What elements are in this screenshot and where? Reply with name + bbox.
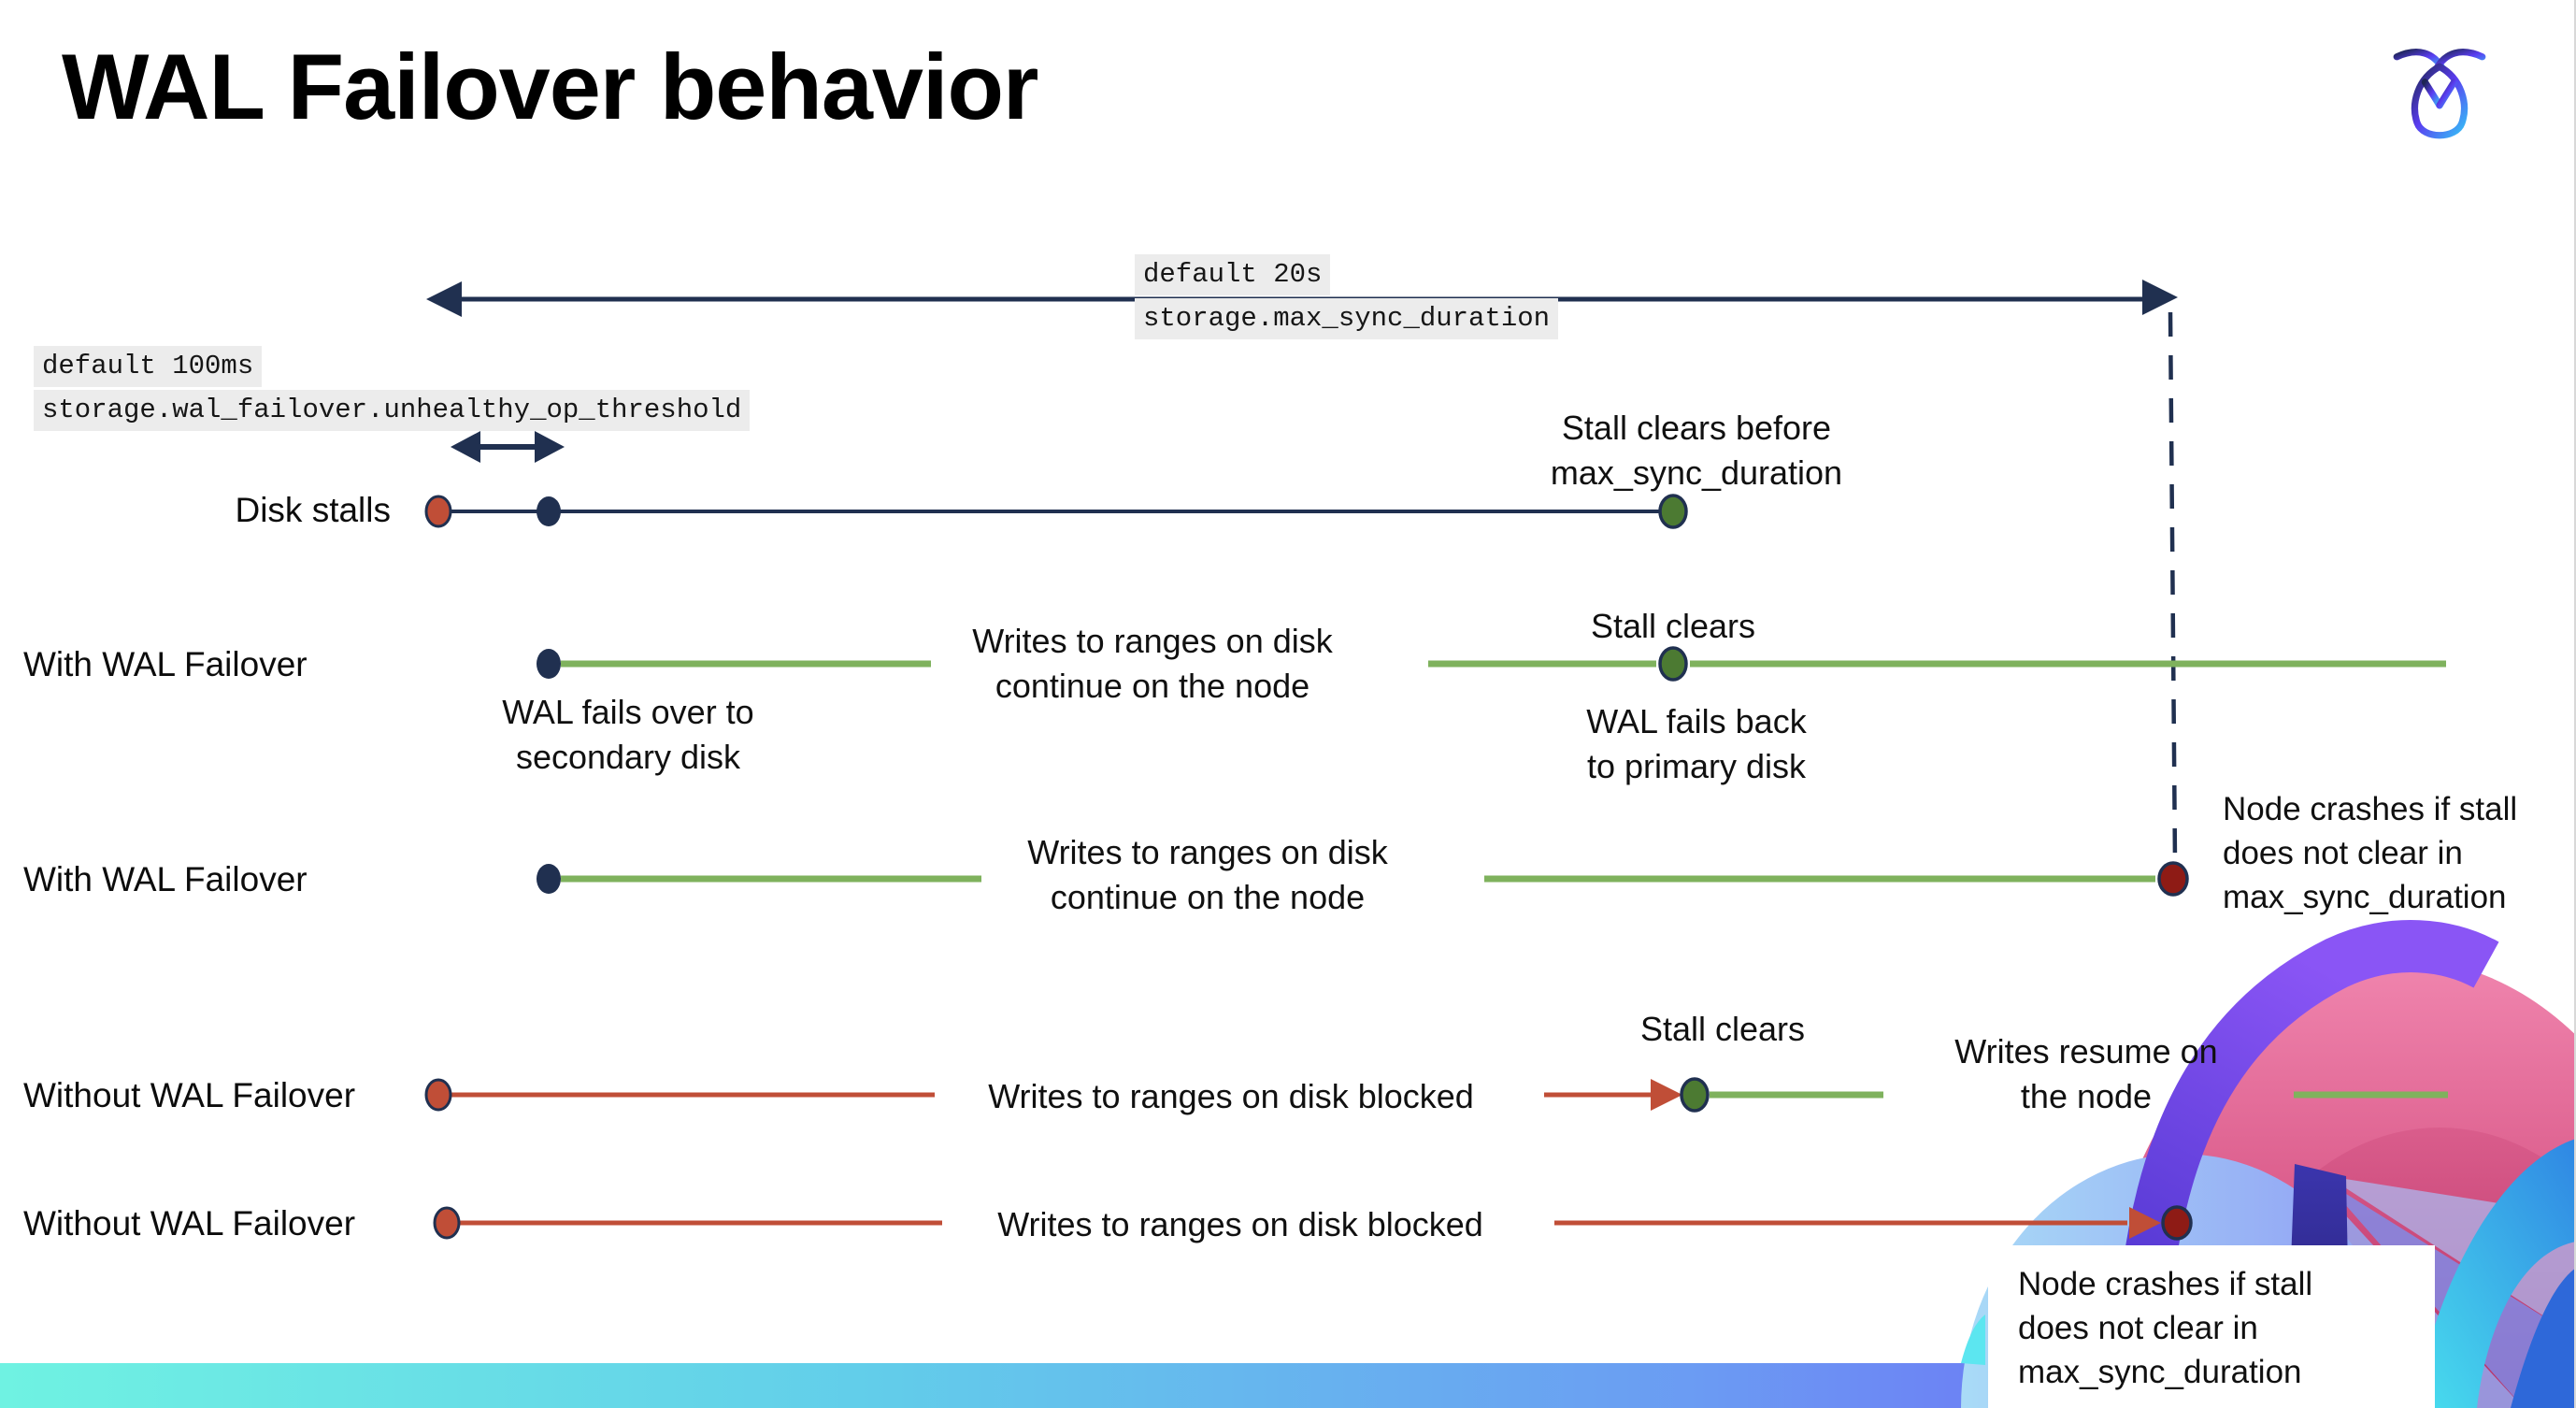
failover-dot [537,649,561,679]
node-crash-label: Node crashes if stall does not clear in … [2018,1266,2313,1390]
row-label-disk-stalls: Disk stalls [235,491,391,529]
stall-start-dot [424,1078,452,1112]
crash-callout-box: Node crashes if stall does not clear in … [1988,1245,2435,1408]
stall-clears-dot [1658,646,1688,682]
row-label-without-wal-failover-1: Without WAL Failover [23,1076,356,1114]
cockroachdb-logo [2393,49,2486,142]
stall-start-dot [424,495,452,528]
threshold-dot [537,496,561,526]
max-sync-duration-setting: default 20s storage.max_sync_duration [1135,254,1559,342]
timeline-row-disk-stalls [424,494,1688,529]
wal-fails-over-label: WAL fails over to secondary disk [502,693,754,776]
writes-resume-label: Writes resume on the node [1954,1032,2218,1115]
stall-start-dot [433,1206,461,1240]
writes-blocked-label-2: Writes to ranges on disk blocked [997,1205,1483,1243]
timeline-row-with-failover-clears [537,646,2446,682]
node-crash-dot [2161,1205,2193,1241]
writes-blocked-label-1: Writes to ranges on disk blocked [988,1077,1474,1115]
max-sync-deadline-dashed-line [2168,311,2178,863]
blocked-arrowhead [2129,1207,2161,1239]
unhealthy-op-threshold-setting: default 100ms storage.wal_failover.unhea… [34,346,751,434]
setting-default-value: default 20s [1135,254,1331,295]
row-label-without-wal-failover-2: Without WAL Failover [23,1204,356,1243]
blocked-arrowhead [1651,1079,1682,1111]
failover-dot [537,864,561,894]
row-label-with-wal-failover-1: With WAL Failover [23,645,308,683]
row-label-with-wal-failover-2: With WAL Failover [23,860,308,898]
stall-clears-label-2: Stall clears [1639,1010,1806,1048]
unhealthy-op-threshold-arrow [451,431,565,463]
node-crash-label-top: Node crashes if stall does not clear in … [2223,791,2518,915]
setting-name: storage.wal_failover.unhealthy_op_thresh… [34,390,751,431]
stall-clears-before-label: Stall clears before max_sync_duration [1550,409,1843,492]
setting-default-value: default 100ms [34,346,263,387]
page-title: WAL Failover behavior [62,35,1038,138]
stall-clears-dot [1658,494,1688,529]
stall-clears-dot [1680,1077,1710,1113]
writes-continue-label-2: Writes to ranges on disk continue on the… [1027,833,1388,916]
writes-continue-label-1: Writes to ranges on disk continue on the… [972,622,1333,705]
wal-fails-back-label: WAL fails back to primary disk [1586,702,1807,785]
node-crash-dot [2157,861,2189,897]
stall-clears-label-1: Stall clears [1590,607,1756,645]
setting-name: storage.max_sync_duration [1135,298,1559,339]
